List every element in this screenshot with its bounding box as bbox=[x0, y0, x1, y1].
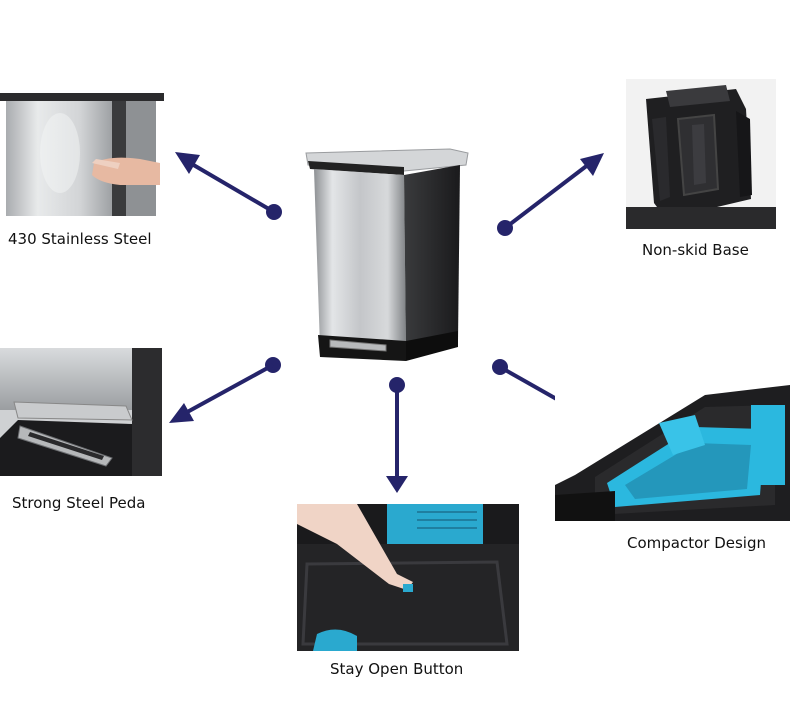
caption-base: Non-skid Base bbox=[642, 241, 749, 259]
trash-can-illustration bbox=[300, 135, 472, 365]
compactor-photo bbox=[555, 365, 790, 521]
arrow-to-base bbox=[497, 153, 604, 236]
caption-pedal: Strong Steel Peda bbox=[12, 494, 146, 512]
base-photo bbox=[626, 79, 776, 229]
caption-stainless: 430 Stainless Steel bbox=[8, 230, 152, 248]
button-photo bbox=[297, 504, 519, 651]
arrow-to-stainless bbox=[175, 152, 282, 220]
pedal-photo bbox=[0, 348, 162, 476]
caption-compactor: Compactor Design bbox=[627, 534, 767, 552]
arrow-to-button bbox=[386, 377, 408, 493]
caption-button: Stay Open Button bbox=[330, 660, 464, 678]
stainless-panel-photo bbox=[0, 93, 164, 216]
arrow-to-pedal bbox=[169, 357, 281, 423]
